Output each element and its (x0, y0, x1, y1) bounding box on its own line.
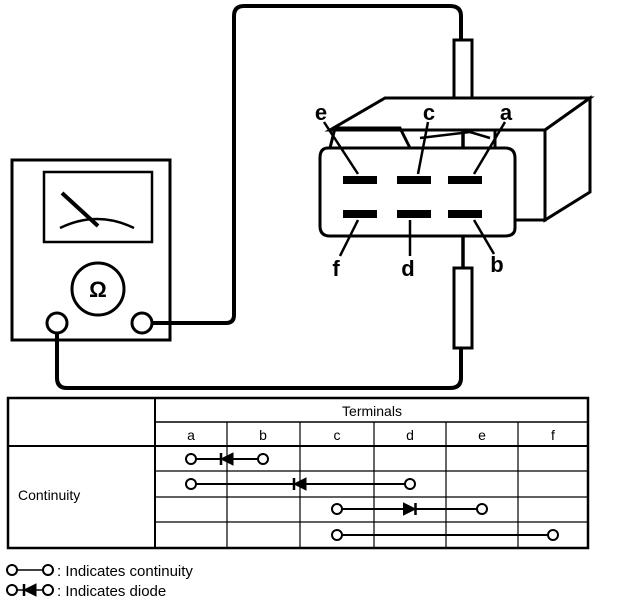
terminal-label-c: c (423, 100, 435, 125)
terminal-node-f (547, 529, 559, 541)
legend-symbol-continuity (6, 564, 54, 576)
lead-wire-right (152, 3, 463, 325)
leader-a (472, 121, 507, 175)
row-label-continuity: Continuity (18, 487, 80, 503)
continuity-row-a-d (185, 477, 416, 491)
terminal-node-b (257, 453, 269, 465)
continuity-row-c-f (331, 529, 559, 541)
continuity-table (6, 396, 590, 550)
leader-e (322, 121, 360, 175)
terminal-label-a: a (500, 100, 513, 125)
terminal-label-d: d (401, 256, 414, 281)
table-group-header: Terminals (342, 403, 402, 419)
pin-d (397, 210, 431, 218)
legend-texts: : Indicates continuity : Indicates diode (57, 563, 193, 600)
terminal-node-a (185, 478, 197, 490)
column-header-b: b (259, 427, 267, 443)
column-header-a: a (187, 427, 195, 443)
leader-c (416, 121, 430, 175)
pin-e (343, 176, 377, 184)
legend-node-right (42, 564, 54, 576)
terminal-node-c (331, 529, 343, 541)
legend-diode-triangle (22, 583, 37, 597)
diode-symbol-triangle (403, 502, 417, 516)
leader-f (338, 219, 360, 257)
column-header-f: f (551, 427, 555, 443)
continuity-row-a-b (185, 452, 269, 466)
connector-latch (328, 126, 412, 149)
terminal-label-e: e (315, 100, 327, 125)
terminal-pins (343, 176, 482, 218)
pin-c (397, 176, 431, 184)
legend-symbol-diode (6, 583, 54, 597)
lead-wire-left (55, 333, 463, 390)
probe-lower-handle (452, 266, 474, 350)
diode-symbol-triangle (292, 477, 307, 491)
continuity-marks (185, 452, 559, 541)
legend-diode-text: : Indicates diode (57, 583, 166, 600)
ohmmeter-dial (70, 261, 126, 317)
diode-symbol-triangle (219, 452, 234, 466)
pin-b (448, 210, 482, 218)
pin-f (343, 210, 377, 218)
table-border (6, 396, 590, 550)
legend (6, 564, 54, 597)
ohmmeter-scale-arc (59, 217, 135, 230)
legend-node-right (42, 584, 54, 596)
ohmmeter: Ω (10, 158, 172, 342)
terminal-node-d (404, 478, 416, 490)
legend-continuity-text: : Indicates continuity (57, 563, 193, 580)
test-leads (55, 3, 463, 390)
terminal-node-a (185, 453, 197, 465)
terminal-label-b: b (490, 252, 503, 277)
leader-b (472, 219, 496, 255)
ohmmeter-jack-right (130, 311, 154, 335)
column-header-d: d (406, 427, 414, 443)
terminal-leaders (322, 121, 507, 257)
terminal-node-e (476, 503, 488, 515)
connector-ridge (419, 130, 491, 140)
continuity-row-c-e (331, 502, 488, 516)
terminal-labels: e c a f d b (315, 100, 513, 281)
legend-node-left (6, 564, 18, 576)
column-header-c: c (334, 427, 341, 443)
ohmmeter-jack-left (45, 311, 69, 335)
ohmmeter-window (42, 170, 154, 244)
pin-a (448, 176, 482, 184)
ohmmeter-needle (60, 191, 100, 228)
ohmmeter-dial-symbol: Ω (89, 277, 107, 302)
legend-node-left (6, 584, 18, 596)
column-header-e: e (478, 427, 486, 443)
terminal-label-f: f (332, 256, 340, 281)
terminal-node-c (331, 503, 343, 515)
table-headers: Terminals a b c d e f Continuity (18, 403, 555, 503)
